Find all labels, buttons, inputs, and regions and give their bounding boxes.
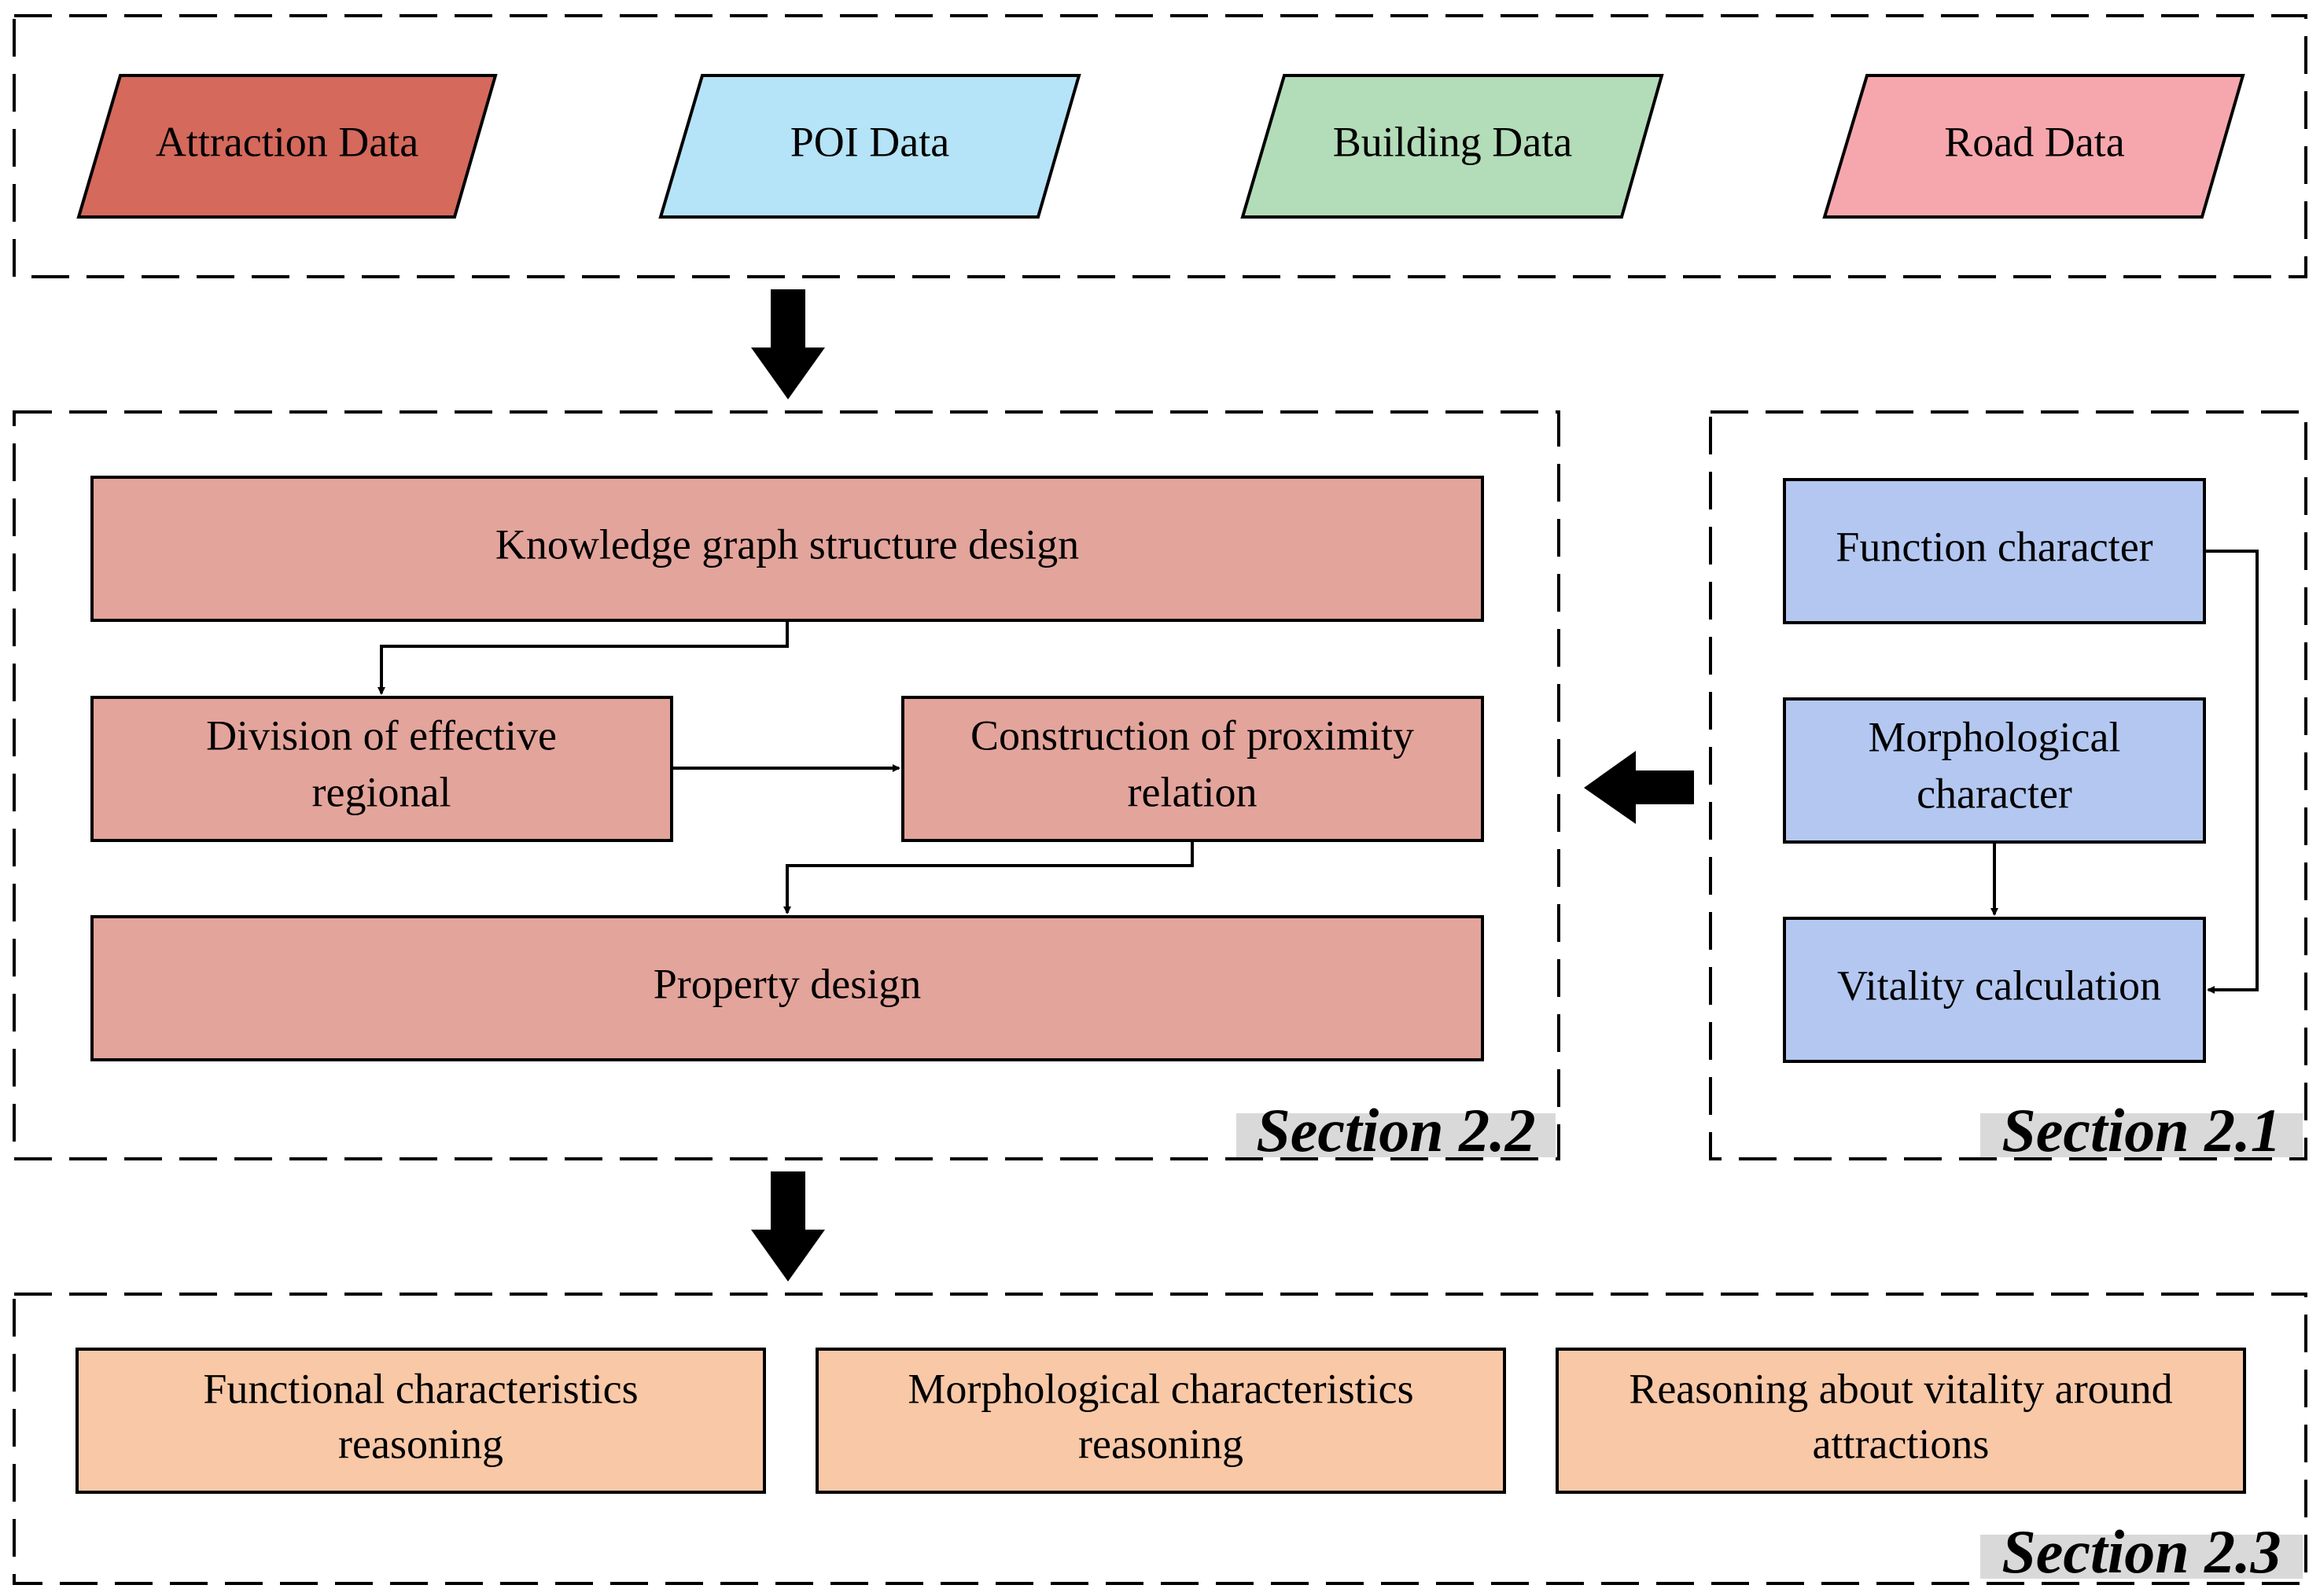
vitality-calculation-box xyxy=(1783,917,2206,1063)
functional-reasoning-label-line2: reasoning xyxy=(338,1420,503,1467)
section23-label-bg xyxy=(1980,1535,2303,1579)
function-character-box xyxy=(1783,478,2206,624)
division-label-line1: Division of effective xyxy=(206,712,557,759)
proximity-label-line2: relation xyxy=(1128,768,1258,815)
vitality-reasoning-label-line1: Reasoning about vitality around xyxy=(1629,1365,2172,1412)
proximity-box xyxy=(901,696,1484,842)
flow-arrow-down-top xyxy=(751,289,825,399)
flow-arrow-left xyxy=(1584,751,1694,824)
poi-data-shape xyxy=(658,74,1081,219)
attraction-data-label: Attraction Data xyxy=(156,118,418,165)
building-data-label: Building Data xyxy=(1333,118,1572,165)
section22-label: Section 2.2 xyxy=(1256,1096,1535,1164)
section21-label-bg xyxy=(1980,1113,2303,1157)
function-character-label: Function character xyxy=(1836,523,2152,570)
morphological-reasoning-label-line1: Morphological characteristics xyxy=(908,1365,1413,1412)
morphological-reasoning-box xyxy=(816,1348,1506,1494)
section23-group xyxy=(13,1293,2307,1585)
property-label: Property design xyxy=(654,960,921,1007)
attraction-data-shape xyxy=(76,74,498,219)
road-data-shape xyxy=(1822,74,2245,219)
connector-function-to-vitality xyxy=(2204,550,2259,994)
morphological-character-label-line2: character xyxy=(1917,770,2072,817)
functional-reasoning-label-line1: Functional characteristics xyxy=(203,1365,638,1412)
connector-kg-to-division xyxy=(377,620,789,695)
section23-label: Section 2.3 xyxy=(2001,1517,2281,1586)
property-box xyxy=(90,915,1484,1061)
section22-label-bg xyxy=(1236,1113,1556,1157)
road-data-label: Road Data xyxy=(1944,118,2124,165)
morphological-character-box xyxy=(1783,697,2206,844)
functional-reasoning-box xyxy=(75,1348,766,1494)
division-label-line2: regional xyxy=(312,768,451,815)
section22-group xyxy=(13,410,1560,1160)
data-sources-group xyxy=(13,14,2307,278)
vitality-calculation-label: Vitality calculation xyxy=(1837,962,2161,1009)
connector-proximity-to-property xyxy=(783,840,1194,914)
kg-structure-box xyxy=(90,476,1484,622)
section21-group xyxy=(1709,410,2307,1160)
vitality-reasoning-box xyxy=(1556,1348,2246,1494)
kg-structure-label: Knowledge graph structure design xyxy=(495,520,1079,568)
section21-label: Section 2.1 xyxy=(2001,1096,2281,1164)
division-box xyxy=(90,696,673,842)
flow-arrow-down-bottom xyxy=(751,1171,825,1282)
morphological-character-label-line1: Morphological xyxy=(1869,713,2121,760)
vitality-reasoning-label-line2: attractions xyxy=(1813,1420,1990,1467)
morphological-reasoning-label-line2: reasoning xyxy=(1078,1420,1243,1467)
building-data-shape xyxy=(1240,74,1664,219)
proximity-label-line1: Construction of proximity xyxy=(970,712,1414,759)
poi-data-label: POI Data xyxy=(790,118,949,165)
